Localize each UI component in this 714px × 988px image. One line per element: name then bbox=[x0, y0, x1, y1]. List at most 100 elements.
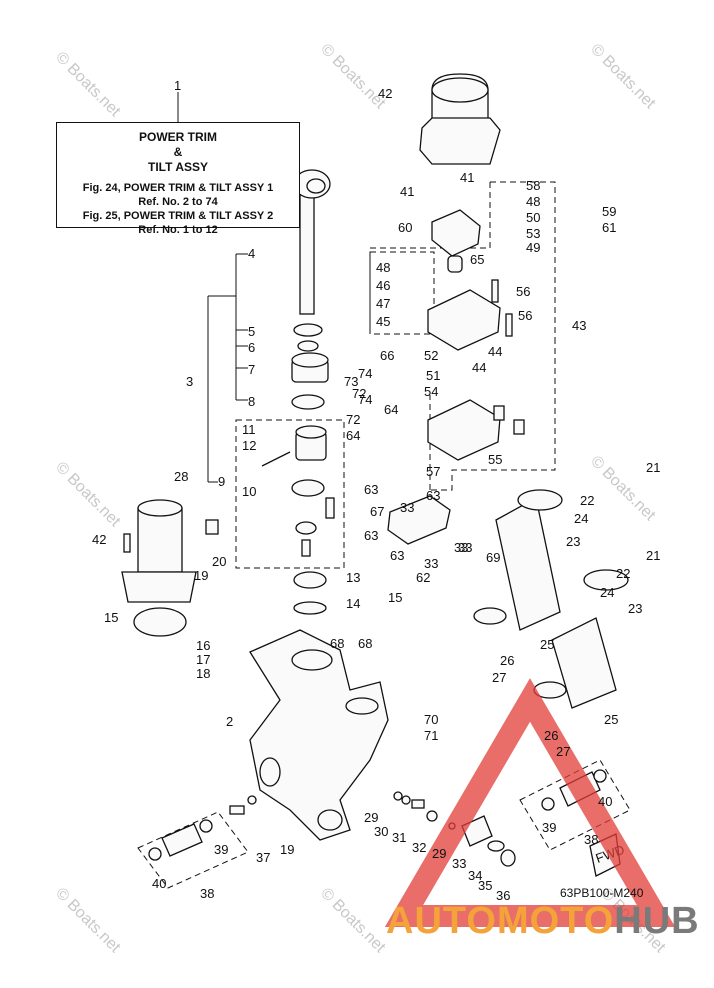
callout-label-31: 31 bbox=[392, 830, 406, 845]
callout-label-11: 11 bbox=[242, 422, 256, 437]
callout-label-69: 69 bbox=[486, 550, 500, 565]
callout-label-60: 60 bbox=[398, 220, 412, 235]
callout-label-33: 33 bbox=[424, 556, 438, 571]
callout-label-42: 42 bbox=[92, 532, 106, 547]
callout-label-34: 34 bbox=[468, 868, 482, 883]
title-box: POWER TRIM & TILT ASSY Fig. 24, POWER TR… bbox=[56, 122, 300, 236]
callout-label-19: 19 bbox=[194, 568, 208, 583]
title-line1: POWER TRIM bbox=[139, 130, 217, 144]
callout-label-65: 65 bbox=[470, 252, 484, 267]
callout-label-25: 25 bbox=[604, 712, 618, 727]
callout-label-33: 33 bbox=[458, 540, 472, 555]
callout-label-27: 27 bbox=[556, 744, 570, 759]
watermark-text: © Boats.net bbox=[52, 49, 124, 121]
piston-assy bbox=[261, 323, 335, 615]
callout-label-5: 5 bbox=[248, 324, 255, 339]
callout-label-67: 67 bbox=[370, 504, 384, 519]
callout-label-72: 72 bbox=[352, 386, 366, 401]
callout-label-6: 6 bbox=[248, 340, 255, 355]
callout-label-33: 33 bbox=[400, 500, 414, 515]
callout-label-32: 32 bbox=[412, 840, 426, 855]
callout-label-56: 56 bbox=[516, 284, 530, 299]
callout-label-44: 44 bbox=[472, 360, 486, 375]
callout-label-2: 2 bbox=[226, 714, 233, 729]
callout-label-23: 23 bbox=[566, 534, 580, 549]
callout-label-22: 22 bbox=[616, 566, 630, 581]
ref-line-2: Fig. 25, POWER TRIM & TILT ASSY 2 bbox=[82, 210, 274, 222]
callout-labels: 1234567891011121314151516171819192021212… bbox=[92, 78, 660, 903]
callout-label-62: 62 bbox=[416, 570, 430, 585]
callout-label-48: 48 bbox=[526, 194, 540, 209]
callout-label-41: 41 bbox=[460, 170, 474, 185]
callout-label-40: 40 bbox=[598, 794, 612, 809]
callout-label-63: 63 bbox=[364, 482, 378, 497]
callout-label-26: 26 bbox=[500, 653, 514, 668]
callout-label-45: 45 bbox=[376, 314, 390, 329]
callout-label-13: 13 bbox=[346, 570, 360, 585]
callout-label-39: 39 bbox=[542, 820, 556, 835]
callout-label-4: 4 bbox=[248, 246, 255, 261]
callout-label-46: 46 bbox=[376, 278, 390, 293]
callout-label-53: 53 bbox=[526, 226, 540, 241]
callout-label-30: 30 bbox=[374, 824, 388, 839]
callout-label-61: 61 bbox=[602, 220, 616, 235]
callout-label-24: 24 bbox=[574, 511, 588, 526]
callout-label-55: 55 bbox=[488, 452, 502, 467]
callout-label-42: 42 bbox=[378, 86, 392, 101]
callout-label-36: 36 bbox=[496, 888, 510, 903]
callout-label-56: 56 bbox=[518, 308, 532, 323]
pump-motor bbox=[419, 73, 501, 165]
title-line2: TILT ASSY bbox=[148, 160, 208, 174]
callout-label-12: 12 bbox=[242, 438, 256, 453]
callout-label-37: 37 bbox=[256, 850, 270, 865]
callout-label-15: 15 bbox=[104, 610, 118, 625]
brand-wordmark: AUTOMOTOHUB bbox=[386, 900, 700, 943]
callout-label-3: 3 bbox=[186, 374, 193, 389]
brand-part-2: HUB bbox=[614, 900, 700, 942]
trim-cylinders bbox=[473, 489, 629, 709]
callout-label-71: 71 bbox=[424, 728, 438, 743]
callout-label-27: 27 bbox=[492, 670, 506, 685]
reservoir bbox=[121, 499, 219, 637]
callout-label-40: 40 bbox=[152, 876, 166, 891]
watermark-text: © Boats.net bbox=[317, 885, 389, 957]
callout-label-41: 41 bbox=[400, 184, 414, 199]
callout-label-58: 58 bbox=[526, 178, 540, 193]
callout-label-26: 26 bbox=[544, 728, 558, 743]
callout-label-73: 73 bbox=[344, 374, 358, 389]
bracket-3 bbox=[207, 253, 248, 483]
callout-label-70: 70 bbox=[424, 712, 438, 727]
callout-label-21: 21 bbox=[646, 548, 660, 563]
callout-label-35: 35 bbox=[478, 878, 492, 893]
callout-label-16: 16 bbox=[196, 638, 210, 653]
watermark-text: © Boats.net bbox=[587, 41, 659, 113]
callout-label-66: 66 bbox=[380, 348, 394, 363]
callout-label-74: 74 bbox=[358, 366, 372, 381]
callout-label-43: 43 bbox=[572, 318, 586, 333]
watermark-text: © Boats.net bbox=[52, 459, 124, 531]
group-box-43 bbox=[369, 181, 556, 491]
group-box-9 bbox=[235, 419, 345, 569]
brand-logo-triangle bbox=[384, 678, 676, 927]
ref-line-1: Fig. 24, POWER TRIM & TILT ASSY 1 bbox=[82, 182, 274, 194]
callout-label-51: 51 bbox=[426, 368, 440, 383]
callout-label-18: 18 bbox=[196, 666, 210, 681]
callout-label-54: 54 bbox=[424, 384, 438, 399]
callout-label-19: 19 bbox=[280, 842, 294, 857]
group-box-48 bbox=[369, 251, 435, 335]
callout-label-47: 47 bbox=[376, 296, 390, 311]
callout-label-44: 44 bbox=[488, 344, 502, 359]
watermark-text: © Boats.net bbox=[52, 885, 124, 957]
callout-label-24: 24 bbox=[600, 585, 614, 600]
callout-label-49: 49 bbox=[526, 240, 540, 255]
callout-label-7: 7 bbox=[248, 362, 255, 377]
callout-label-64: 64 bbox=[384, 402, 398, 417]
watermark-text: © Boats.net bbox=[317, 41, 389, 113]
callout-label-23: 23 bbox=[628, 601, 642, 616]
callout-label-64: 64 bbox=[346, 428, 360, 443]
callout-label-48: 48 bbox=[376, 260, 390, 275]
callout-label-9: 9 bbox=[218, 474, 225, 489]
callout-label-20: 20 bbox=[212, 554, 226, 569]
callout-label-14: 14 bbox=[346, 596, 360, 611]
callout-label-1: 1 bbox=[174, 78, 181, 93]
